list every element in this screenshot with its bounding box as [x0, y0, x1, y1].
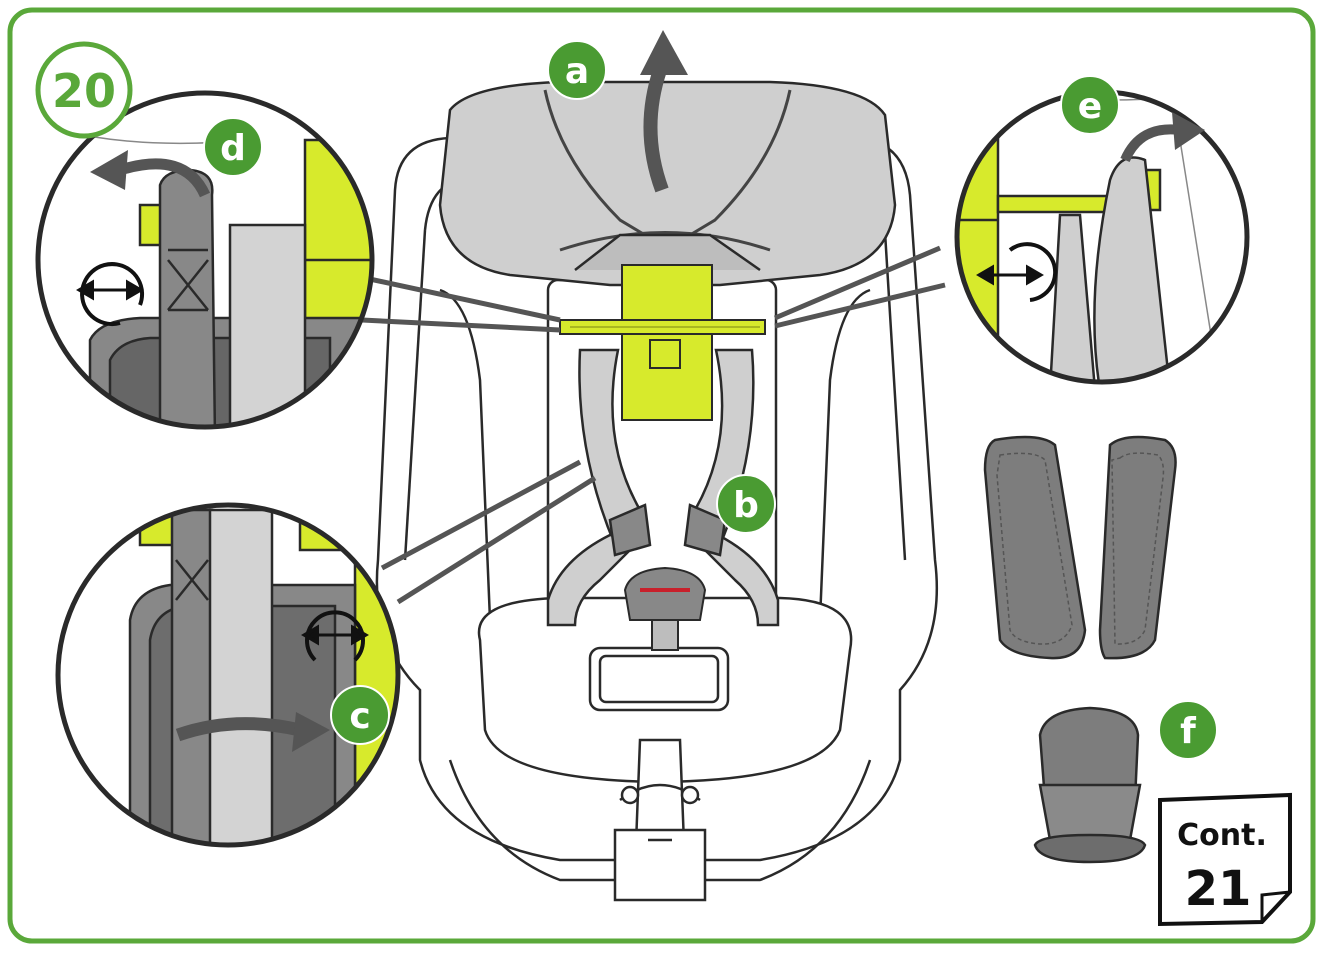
callout-f: f: [1158, 700, 1218, 760]
continue-box: Cont. 21: [1158, 792, 1292, 927]
adjust-rotate-icon-e: [976, 242, 1058, 302]
arrow-e-head: [1172, 112, 1205, 150]
harness-buckle: [623, 566, 707, 651]
step-number-badge: 20: [35, 41, 133, 139]
callout-e: e: [1060, 75, 1120, 135]
callout-d-label: d: [220, 128, 246, 169]
zoom-detail-d: [35, 90, 375, 430]
callout-b: b: [716, 474, 776, 534]
arrow-a-head: [640, 30, 688, 75]
headrest: [438, 80, 897, 287]
callout-a: a: [547, 40, 607, 100]
harness-adjuster: [559, 264, 766, 421]
zoom-detail-e: [954, 89, 1250, 385]
continue-step-number: 21: [1185, 861, 1252, 917]
zoom-detail-c: [55, 502, 401, 848]
callout-c-label: c: [349, 696, 370, 737]
crotch-pad: [1033, 706, 1147, 864]
adjust-rotate-icon-c: [301, 610, 369, 662]
arrow-e: [1120, 124, 1181, 163]
step-number: 20: [52, 64, 116, 118]
arrow-d-head: [90, 150, 128, 190]
callout-d: d: [203, 117, 263, 177]
harness-straps: [546, 348, 780, 627]
arrow-c: [175, 717, 302, 742]
arrow-c-head: [292, 712, 330, 752]
zoom-leader-lines: [361, 245, 946, 605]
callout-a-label: a: [565, 51, 589, 92]
shoulder-pad-right: [1098, 435, 1177, 660]
callout-e-label: e: [1078, 86, 1102, 127]
shoulder-pad-left: [983, 435, 1087, 660]
continue-label: Cont.: [1177, 818, 1267, 853]
arrow-d: [118, 158, 211, 198]
callout-c: c: [330, 685, 390, 745]
shoulder-pads: [983, 435, 1177, 660]
callout-b-label: b: [733, 485, 759, 526]
adjust-rotate-icon-d: [76, 262, 144, 327]
arrow-a: [643, 67, 669, 193]
callout-f-label: f: [1180, 711, 1196, 752]
